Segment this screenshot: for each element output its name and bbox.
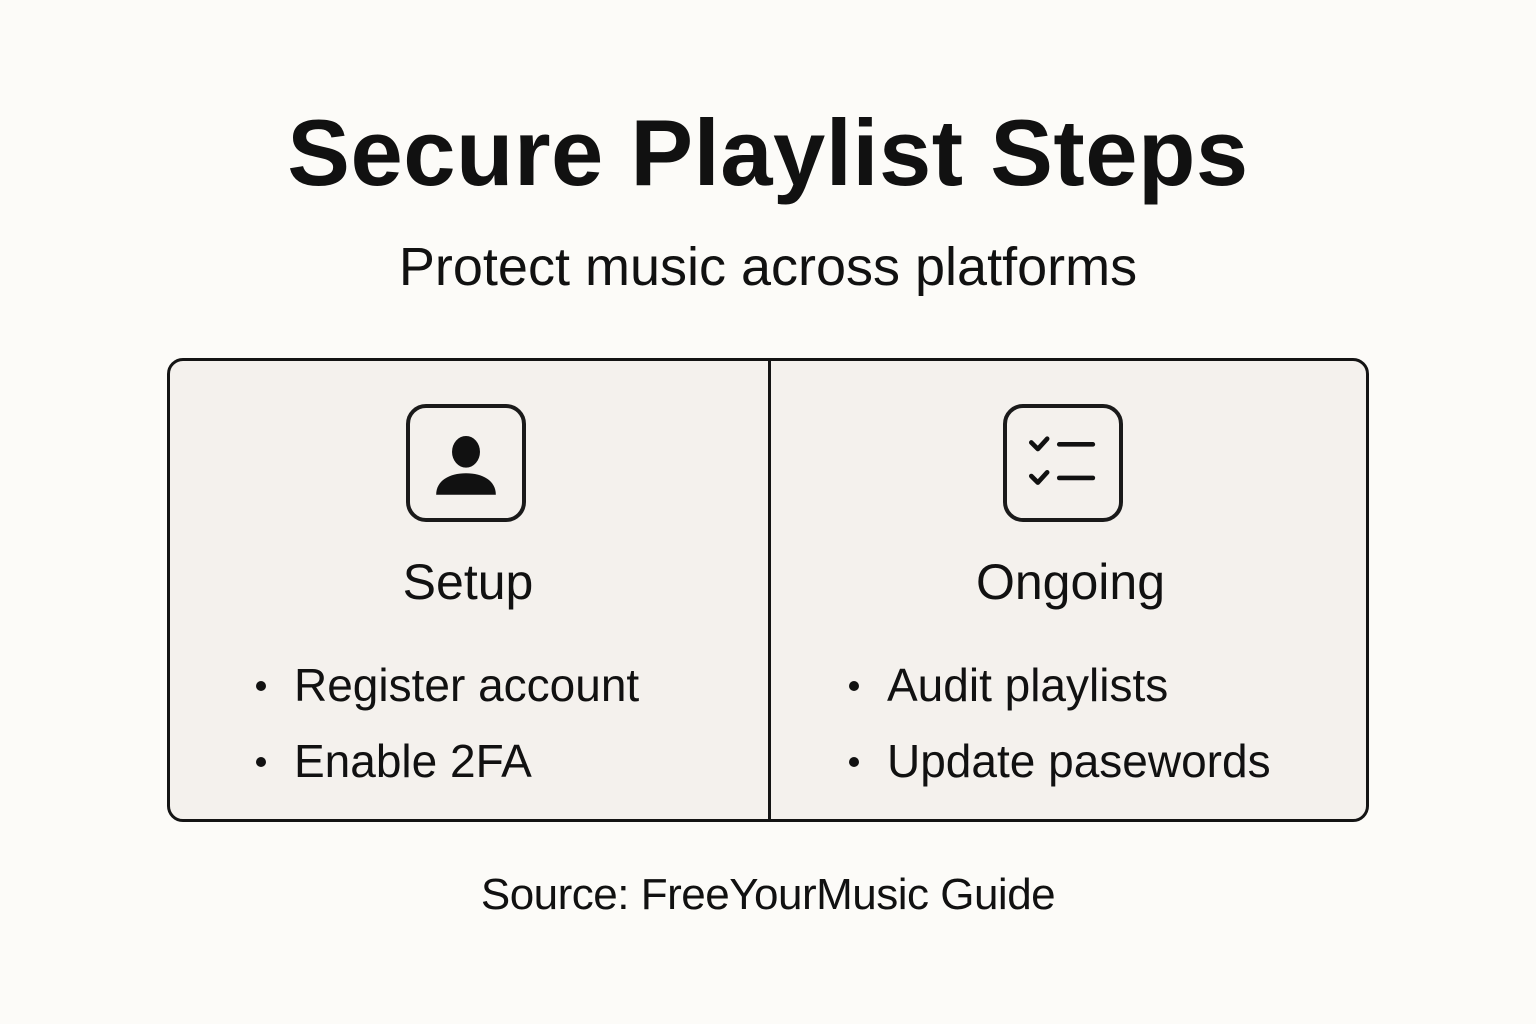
ongoing-heading: Ongoing [975,554,1166,610]
ongoing-list: Audit playlists Update pasewords [849,647,1271,799]
setup-list: Register account Enable 2FA [256,647,639,799]
bullet-icon [256,757,266,767]
list-item: Enable 2FA [256,723,639,799]
checklist-icon [1003,404,1123,522]
bullet-icon [256,681,266,691]
list-item-label: Enable 2FA [294,735,532,787]
bullet-icon [849,757,859,767]
ongoing-column: Ongoing Audit playlists Update pasewords [768,361,1366,819]
list-item: Audit playlists [849,647,1271,723]
page-subtitle: Protect music across platforms [398,237,1138,297]
bullet-icon [849,681,859,691]
list-item: Update pasewords [849,723,1271,799]
list-item: Register account [256,647,639,723]
steps-panel: Setup Register account Enable 2FA Ongoin… [167,358,1369,822]
setup-column: Setup Register account Enable 2FA [170,361,768,819]
setup-heading: Setup [402,554,534,610]
list-item-label: Update pasewords [887,735,1271,787]
list-item-label: Audit playlists [887,659,1169,711]
list-item-label: Register account [294,659,640,711]
page-title: Secure Playlist Steps [287,100,1249,205]
user-profile-icon [406,404,526,522]
source-caption: Source: FreeYourMusic Guide [480,870,1056,919]
